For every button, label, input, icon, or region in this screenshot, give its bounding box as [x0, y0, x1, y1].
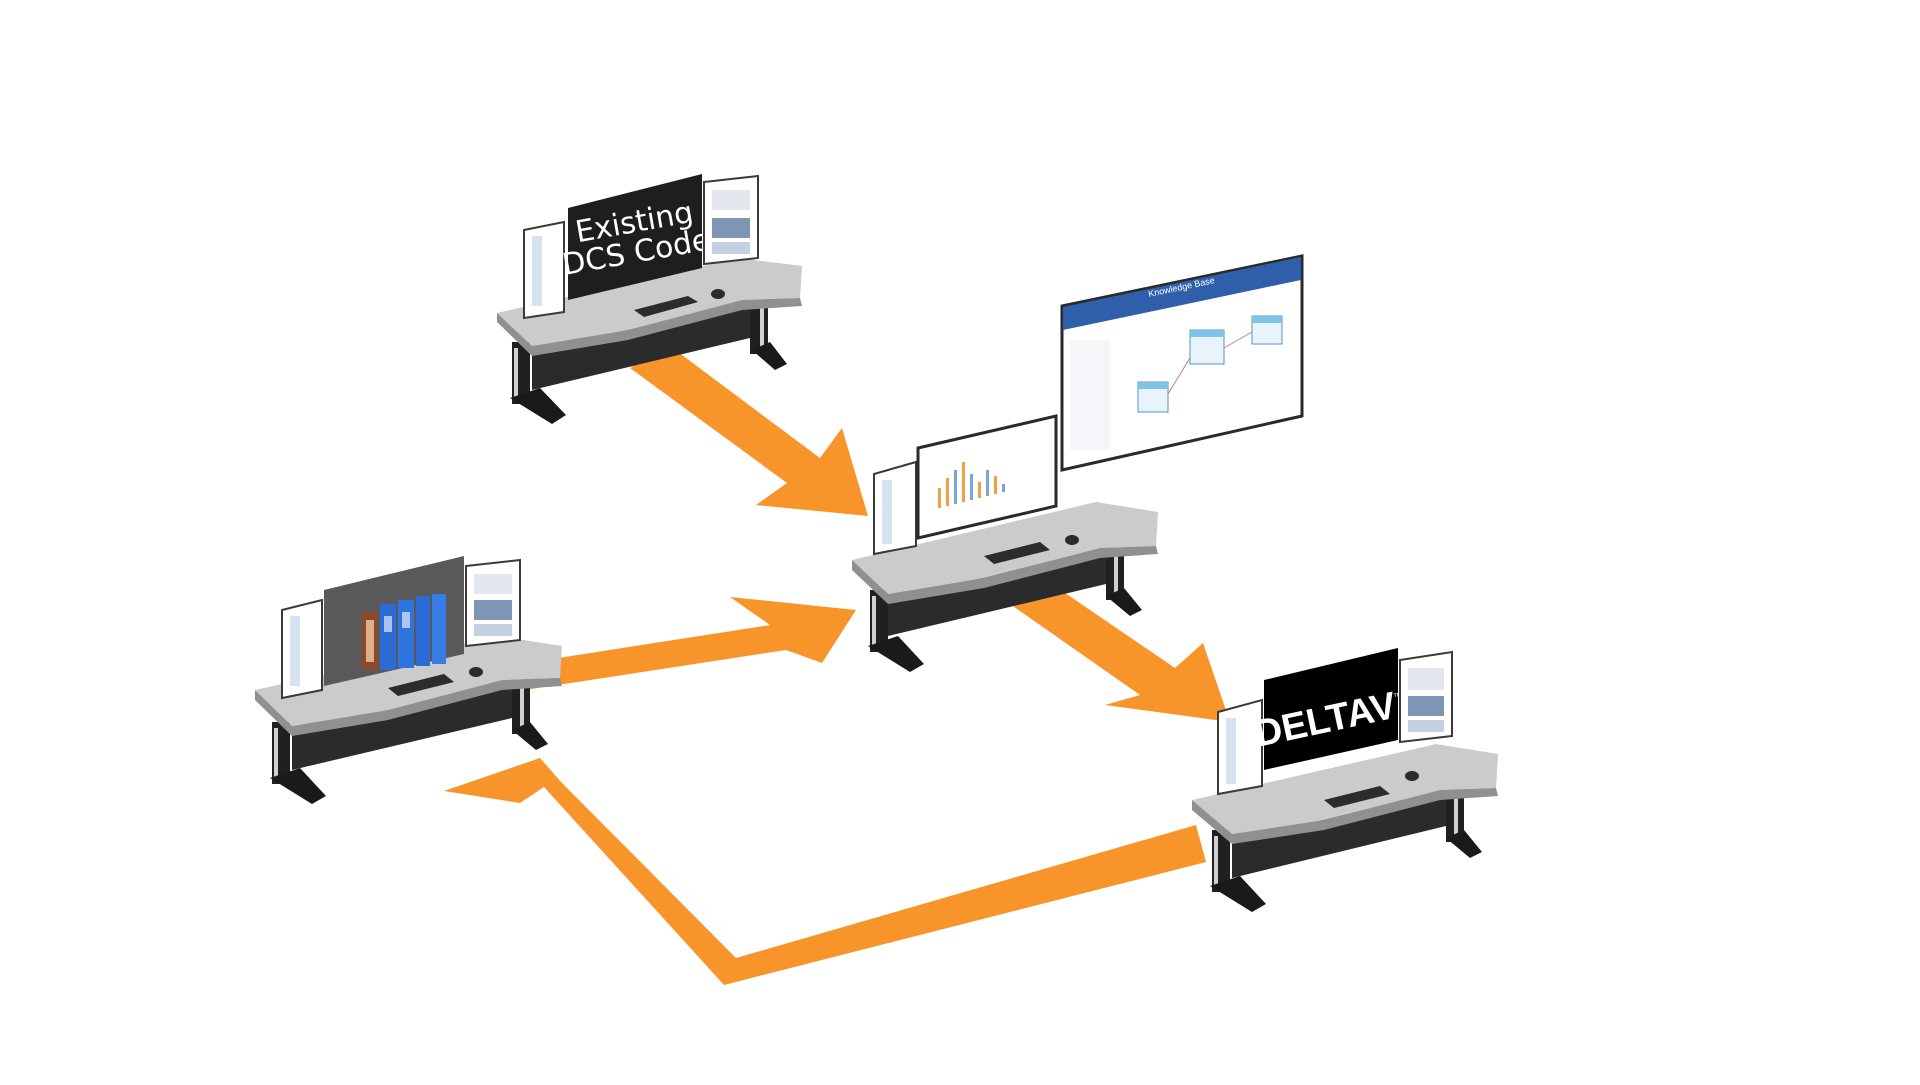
deltav-trademark: ™	[1392, 690, 1403, 702]
arrow-knowledge-to-deltav	[1010, 580, 1230, 722]
arrow-existing-to-knowledge	[630, 346, 868, 516]
existing-code-monitor	[568, 174, 702, 300]
binders-icon	[362, 594, 446, 670]
bar-chart-icon	[938, 462, 1005, 508]
desk-knowledge: Knowledge Base	[852, 254, 1304, 672]
desk-docs	[255, 556, 562, 804]
deltav-monitor	[1264, 648, 1398, 770]
arrow-deltav-to-docs	[444, 758, 1206, 985]
desk-existing: Existing DCS Code	[497, 174, 802, 424]
flow-arrows	[444, 346, 1230, 985]
arrow-docs-to-knowledge	[520, 597, 856, 690]
desk-deltav: DELTAV ™	[1192, 648, 1498, 912]
